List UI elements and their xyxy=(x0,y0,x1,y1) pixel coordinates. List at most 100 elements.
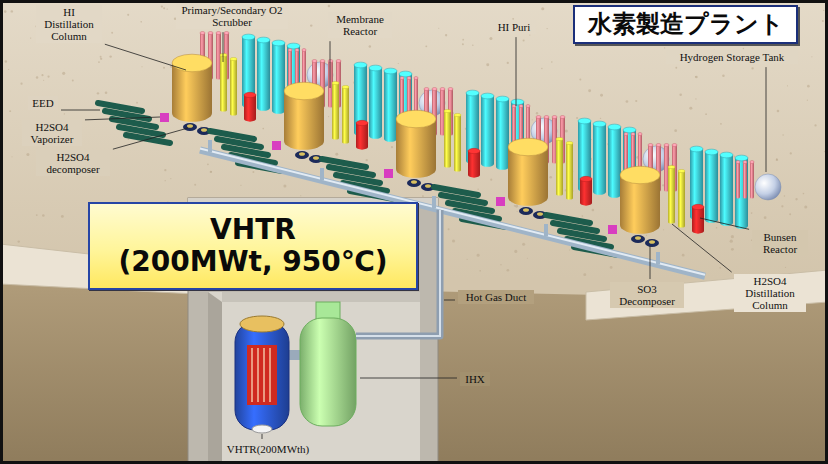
label-patch: HI Distillation Column xyxy=(36,5,102,43)
hi-purifier-column xyxy=(302,49,306,52)
hydrogen-module xyxy=(98,32,333,144)
ground-speckle xyxy=(4,10,7,13)
teal-column xyxy=(593,121,606,127)
hi-purifier-column xyxy=(414,78,418,113)
teal-column xyxy=(384,71,397,139)
hi-purifier-column xyxy=(288,50,292,85)
scrubber-column xyxy=(656,144,661,147)
part-label: SO3 Decomposer xyxy=(612,283,682,307)
decomposer-core xyxy=(313,156,319,160)
yellow-column xyxy=(556,192,563,195)
ground-speckle xyxy=(823,10,824,11)
ground-speckle xyxy=(588,89,591,92)
teal-column xyxy=(257,105,270,111)
ground-speckle xyxy=(515,205,518,208)
leader-line xyxy=(766,67,767,172)
ground-speckle xyxy=(43,80,44,81)
hi-purifier-column xyxy=(624,133,628,136)
hi-purifier-column xyxy=(736,196,740,199)
decomposer-ring xyxy=(183,123,197,131)
yellow-column xyxy=(220,53,227,56)
ground-speckle xyxy=(8,69,9,70)
hi-purifier-column xyxy=(638,133,642,136)
ground-speckle xyxy=(549,176,552,179)
decomposer-core xyxy=(187,124,193,128)
box-text: 水素製造プラント xyxy=(588,10,784,39)
hi-purifier-column xyxy=(519,106,523,141)
hi-purifier-column xyxy=(400,77,404,80)
ground-speckle xyxy=(11,156,12,157)
ground-speckle xyxy=(207,163,209,165)
ground-speckle xyxy=(751,212,753,214)
hi-purifier-column xyxy=(638,134,642,169)
ground-speckle xyxy=(72,80,74,82)
scrubber-column xyxy=(208,32,213,35)
ground-speckle xyxy=(391,146,393,148)
ground-speckle xyxy=(127,14,129,16)
teal-column xyxy=(735,223,748,229)
scrubber-column xyxy=(536,116,541,119)
hydrogen-module xyxy=(210,60,445,172)
label-patch: Hydrogen Storage Tank xyxy=(666,50,798,64)
bunsen-reactor xyxy=(356,123,368,147)
ground-speckle xyxy=(165,180,166,181)
decomposer-ring xyxy=(645,239,659,247)
part-label: H2SO4 Vaporizer xyxy=(24,121,80,145)
teal-column xyxy=(242,37,255,105)
bunsen-reactor xyxy=(580,179,592,203)
label-patch: SO3 Decomposer xyxy=(610,282,684,308)
ihx-neck xyxy=(316,302,340,320)
ground-speckle xyxy=(507,269,510,272)
ground-speckle xyxy=(722,75,725,78)
part-label: VHTR(200MWth) xyxy=(224,443,312,455)
ground-speckle xyxy=(300,195,301,196)
ground-speckle xyxy=(626,100,629,103)
ground-speckle xyxy=(720,123,722,125)
leader-line xyxy=(700,218,749,229)
ground-speckle xyxy=(546,28,547,29)
label-patch: Hot Gas Duct xyxy=(458,290,534,304)
hi-purifier-column xyxy=(512,106,516,141)
ground-speckle xyxy=(785,267,786,268)
yellow-column xyxy=(230,112,237,115)
leader-line xyxy=(262,434,263,439)
yellow-column xyxy=(454,113,461,116)
part-label: Bunsen Reactor xyxy=(754,231,806,255)
decomposer-core xyxy=(299,152,305,156)
leader-line xyxy=(672,224,732,272)
hi-distillation-column xyxy=(284,82,324,100)
ground-speckle xyxy=(210,171,212,173)
fuel-column xyxy=(251,348,253,402)
teal-column xyxy=(481,161,494,167)
hi-purifier-column xyxy=(407,77,411,80)
vaporizer-block xyxy=(496,197,505,206)
scrubber-column xyxy=(224,32,229,35)
bunsen-reactor xyxy=(692,228,704,233)
ground-speckle xyxy=(705,113,707,115)
ground-speckle xyxy=(635,100,637,102)
hi-purifier-column xyxy=(407,78,411,113)
leader-line xyxy=(105,44,186,70)
ground-speckle xyxy=(600,118,601,119)
scrubber-column xyxy=(448,88,453,91)
ground-speckle xyxy=(42,214,45,217)
yellow-column xyxy=(220,55,227,110)
teal-column xyxy=(481,93,494,99)
teal-column xyxy=(690,146,703,152)
leader-line xyxy=(330,41,331,88)
ground-speckle xyxy=(47,75,49,77)
bunsen-reactor xyxy=(244,92,256,97)
ground-speckle xyxy=(576,117,578,119)
ground-speckle xyxy=(128,139,129,140)
ground-speckle xyxy=(30,37,31,38)
ground-speckle xyxy=(477,254,480,257)
scrubber-column xyxy=(424,88,429,91)
ground-speckle xyxy=(507,62,509,64)
vaporizer-block xyxy=(160,113,169,122)
hi-purifier-column xyxy=(631,133,635,136)
ground-speckle xyxy=(61,215,64,218)
leader-line xyxy=(61,110,100,111)
teal-column xyxy=(608,127,621,195)
part-label: HI Distillation Column xyxy=(38,6,100,42)
